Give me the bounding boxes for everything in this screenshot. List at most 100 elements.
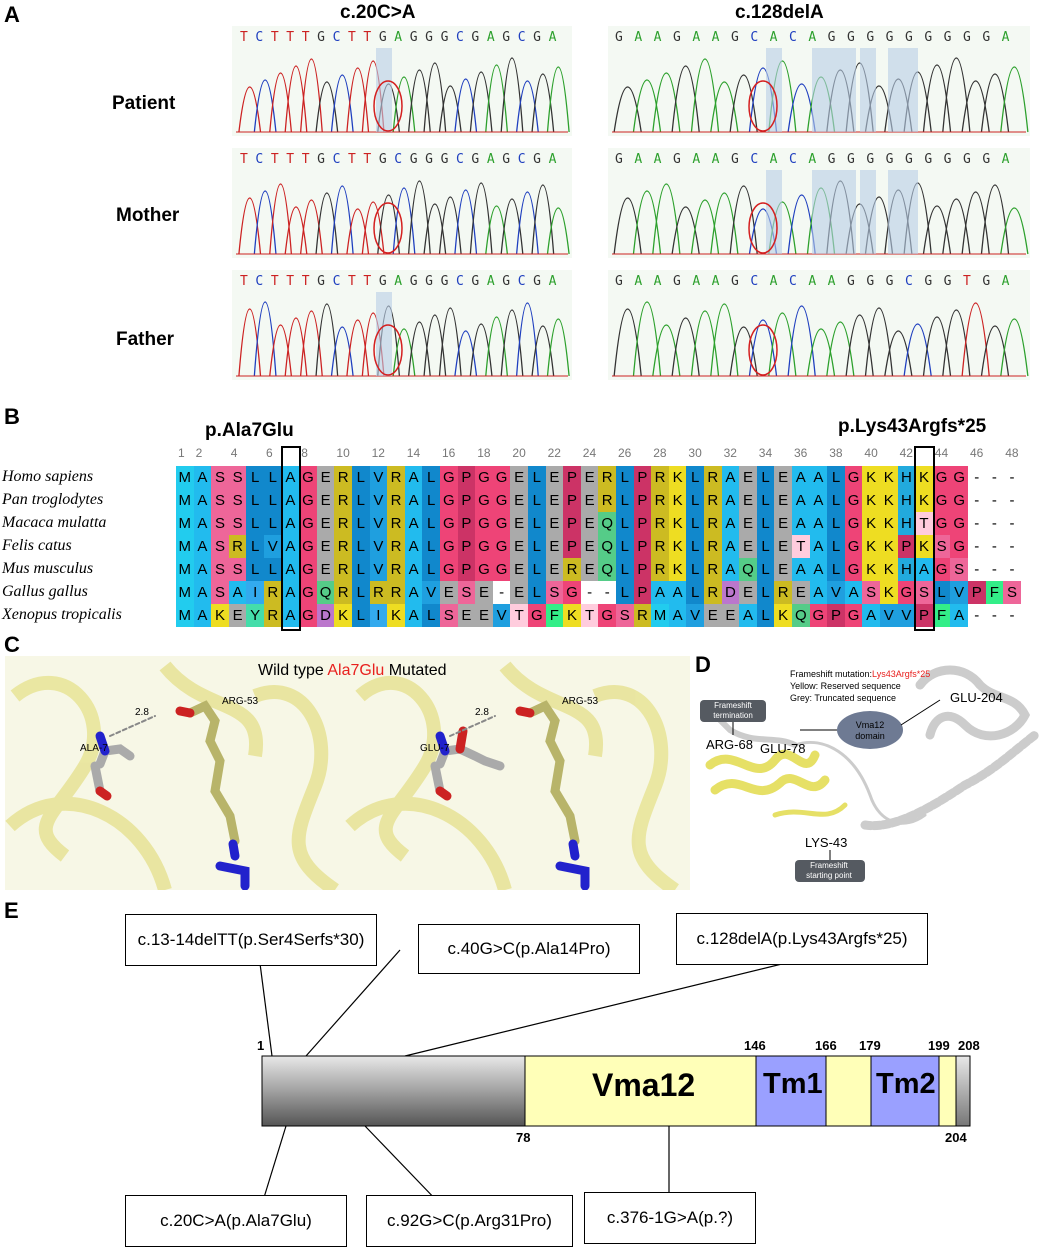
residue-cell: R xyxy=(334,535,352,558)
residue-cell: L xyxy=(264,558,282,581)
position-199: 199 xyxy=(928,1038,950,1053)
base-A: A xyxy=(634,30,644,45)
residue-cell: F xyxy=(545,604,564,627)
trace-peak xyxy=(485,316,509,377)
base-A: A xyxy=(394,274,404,289)
base-G: G xyxy=(615,152,624,167)
residue-cell: L xyxy=(352,581,370,604)
residue-cell: V xyxy=(369,489,388,512)
species-name: Gallus gallus xyxy=(2,583,88,600)
residue-cell: P xyxy=(457,558,476,581)
base-G: G xyxy=(924,152,934,167)
ruler-tick: 14 xyxy=(406,446,421,460)
trace-peak xyxy=(423,62,447,133)
residue-cell: A xyxy=(809,535,828,558)
trace-peak xyxy=(469,182,493,255)
residue-cell: R xyxy=(598,489,616,512)
residue-cell: R xyxy=(704,466,722,489)
residue-cell: F xyxy=(932,604,951,627)
species-name: Macaca mulatta xyxy=(2,514,107,531)
base-T: T xyxy=(301,274,311,289)
residue-cell: P xyxy=(633,489,652,512)
variant-left-title: c.20C>A xyxy=(340,2,416,23)
variant-box-c92GC: c.92G>C(p.Arg31Pro) xyxy=(366,1195,573,1247)
residue-cell: P xyxy=(633,512,652,535)
residue-cell: H xyxy=(897,512,916,535)
base-A: A xyxy=(769,274,779,289)
species-name: Felis catus xyxy=(2,537,72,554)
base-C: C xyxy=(750,30,760,45)
residue-cell: G xyxy=(809,604,828,627)
trace-peak xyxy=(652,72,681,133)
residue-cell: K xyxy=(862,512,880,535)
wt-residue-ala7: ALA-7 xyxy=(80,743,108,754)
trace-peak xyxy=(438,307,462,377)
residue-cell: R xyxy=(334,581,352,604)
residue-cell: S xyxy=(228,489,247,512)
base-G: G xyxy=(378,274,388,289)
trace-peak xyxy=(632,79,662,133)
residue-cell: K xyxy=(668,489,687,512)
residue-cell: A xyxy=(281,489,300,512)
residue-cell: E xyxy=(580,466,599,489)
residue-cell: A xyxy=(193,581,212,604)
base-A: A xyxy=(1001,274,1011,289)
residue-cell: E xyxy=(316,558,335,581)
residue-cell: G xyxy=(844,512,863,535)
trace-peak xyxy=(903,323,932,377)
row-label-patient: Patient xyxy=(112,93,176,114)
residue-cell: E xyxy=(316,466,335,489)
position-78: 78 xyxy=(516,1130,531,1145)
residue-cell: S xyxy=(545,581,564,604)
residue-cell: - xyxy=(985,535,1004,558)
ruler-tick: 16 xyxy=(442,446,456,460)
residue-cell: P xyxy=(563,512,581,535)
frameshift-highlight xyxy=(860,48,876,132)
residue-cell: E xyxy=(510,558,528,581)
residue-cell: G xyxy=(475,512,493,535)
residue-cell: L xyxy=(422,604,440,627)
trace-peak xyxy=(671,317,700,377)
base-G: G xyxy=(924,274,934,289)
residue-cell: A xyxy=(721,489,740,512)
residue-cell: L xyxy=(422,512,440,535)
residue-cell: E xyxy=(739,466,757,489)
residue-cell: - xyxy=(1003,489,1021,512)
residue-cell: S xyxy=(211,581,229,604)
wt-distance-label: 2.8 xyxy=(135,707,149,718)
residue-cell: G xyxy=(897,581,916,604)
trace-peak xyxy=(284,317,308,377)
variant-right-title: c.128delA xyxy=(735,2,824,23)
residue-cell: A xyxy=(281,604,300,627)
residue-cell: G xyxy=(440,535,458,558)
ruler-tick: 18 xyxy=(477,446,491,460)
trace-peak xyxy=(613,197,642,255)
trace-peak xyxy=(423,314,447,377)
trace-peak xyxy=(315,303,339,377)
base-A: A xyxy=(808,30,818,45)
variant-circle xyxy=(373,202,403,254)
base-G: G xyxy=(409,152,419,167)
residue-cell: A xyxy=(193,489,212,512)
panel-label-a: A xyxy=(4,2,20,27)
residue-cell: T xyxy=(915,512,933,535)
residue-cell: R xyxy=(387,558,405,581)
trace-peak xyxy=(980,73,1010,133)
residue-cell: L xyxy=(932,581,951,604)
residue-cell: R xyxy=(651,535,669,558)
residue-cell: L xyxy=(352,466,370,489)
residue-cell: E xyxy=(739,581,757,604)
residue-cell: E xyxy=(704,604,722,627)
residue-cell: - xyxy=(1003,604,1021,627)
variant-box-c128delA: c.128delA(p.Lys43Argfs*25) xyxy=(676,913,928,965)
trace-peak xyxy=(454,330,478,377)
residue-cell: R xyxy=(598,466,616,489)
residue-cell: L xyxy=(827,558,845,581)
residue-cell: S xyxy=(915,581,933,604)
residue-cell: P xyxy=(633,558,652,581)
trace-peak xyxy=(346,208,370,255)
residue-cell: A xyxy=(792,512,810,535)
base-G: G xyxy=(905,152,914,167)
residue-cell: V xyxy=(950,581,968,604)
frameshift-termination-label: Frameshift termination xyxy=(713,701,753,720)
